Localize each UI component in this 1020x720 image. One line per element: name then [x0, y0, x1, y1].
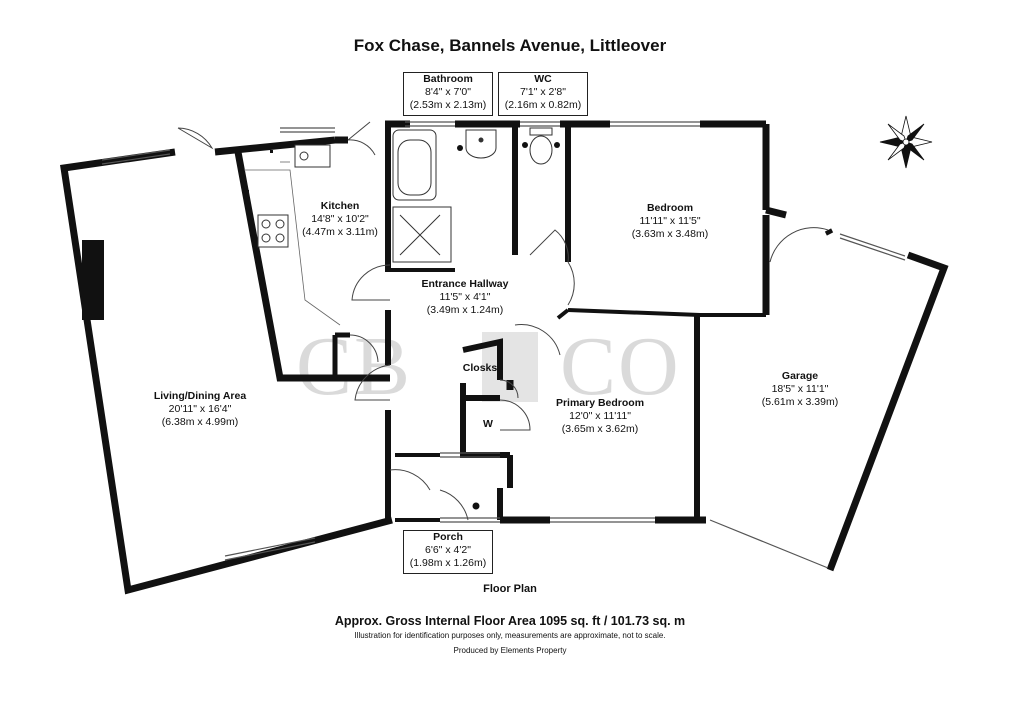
walls — [60, 120, 949, 595]
bedroom-label: Bedroom 11'11" x 11'5" (3.63m x 3.48m) — [610, 202, 730, 241]
kitchen-imperial: 14'8" x 10'2" — [311, 213, 369, 225]
garage-label: Garage 18'5" x 11'1" (5.61m x 3.39m) — [740, 370, 860, 409]
floor-plan-label: Floor Plan — [483, 583, 537, 595]
bedroom-imperial: 11'11" x 11'5" — [639, 215, 701, 227]
bedroom-name: Bedroom — [646, 202, 694, 214]
bathroom-name: Bathroom — [423, 73, 473, 85]
w-label: W — [478, 418, 498, 431]
closks-label: Closks — [458, 362, 502, 375]
w-name: W — [483, 418, 493, 430]
door-swings — [177, 121, 829, 521]
porch-name: Porch — [433, 531, 463, 543]
wc-label: WC 7'1" x 2'8" (2.16m x 0.82m) — [498, 72, 588, 116]
wc-metric: (2.16m x 0.82m) — [504, 99, 582, 111]
watermark-right: CO — [560, 320, 681, 413]
hallway-label: Entrance Hallway 11'5" x 4'1" (3.49m x 1… — [405, 278, 525, 317]
wc-imperial: 7'1" x 2'8" — [520, 86, 566, 98]
porch-imperial: 6'6" x 4'2" — [425, 544, 471, 556]
primary-bedroom-imperial: 12'0" x 11'11" — [569, 410, 631, 422]
fireplace — [82, 240, 104, 320]
garage-metric: (5.61m x 3.39m) — [761, 396, 839, 408]
kitchen-name: Kitchen — [320, 200, 360, 212]
floor-area: Approx. Gross Internal Floor Area 1095 s… — [334, 614, 686, 628]
producer-credit: Produced by Elements Property — [453, 646, 567, 655]
living-label: Living/Dining Area 20'11" x 16'4" (6.38m… — [140, 390, 260, 429]
fixtures-dots — [246, 142, 560, 510]
windows — [101, 121, 906, 569]
primary-bedroom-name: Primary Bedroom — [555, 397, 645, 409]
bedroom-metric: (3.63m x 3.48m) — [631, 228, 709, 240]
primary-bedroom-metric: (3.65m x 3.62m) — [561, 423, 639, 435]
hallway-name: Entrance Hallway — [421, 278, 509, 290]
bathroom-metric: (2.53m x 2.13m) — [409, 99, 487, 111]
garage-imperial: 18'5" x 11'1" — [771, 383, 829, 395]
living-name: Living/Dining Area — [153, 390, 247, 402]
page-title: Fox Chase, Bannels Avenue, Littleover — [353, 36, 667, 55]
disclaimer: Illustration for identification purposes… — [354, 631, 666, 640]
living-imperial: 20'11" x 16'4" — [168, 403, 232, 415]
kitchen-worktop — [244, 161, 341, 326]
closks-name: Closks — [462, 362, 498, 374]
bathroom-imperial: 8'4" x 7'0" — [425, 86, 471, 98]
wc-name: WC — [534, 73, 552, 85]
bathroom-fixtures — [257, 127, 553, 263]
hallway-imperial: 11'5" x 4'1" — [439, 291, 491, 303]
bathroom-label: Bathroom 8'4" x 7'0" (2.53m x 2.13m) — [403, 72, 493, 116]
compass-rose-icon — [879, 115, 933, 169]
porch-label: Porch 6'6" x 4'2" (1.98m x 1.26m) — [403, 530, 493, 574]
living-metric: (6.38m x 4.99m) — [161, 416, 239, 428]
hallway-metric: (3.49m x 1.24m) — [426, 304, 504, 316]
porch-metric: (1.98m x 1.26m) — [409, 557, 487, 569]
kitchen-label: Kitchen 14'8" x 10'2" (4.47m x 3.11m) — [290, 200, 390, 239]
kitchen-metric: (4.47m x 3.11m) — [302, 226, 378, 238]
primary-bedroom-label: Primary Bedroom 12'0" x 11'11" (3.65m x … — [540, 397, 660, 436]
garage-name: Garage — [781, 370, 819, 382]
